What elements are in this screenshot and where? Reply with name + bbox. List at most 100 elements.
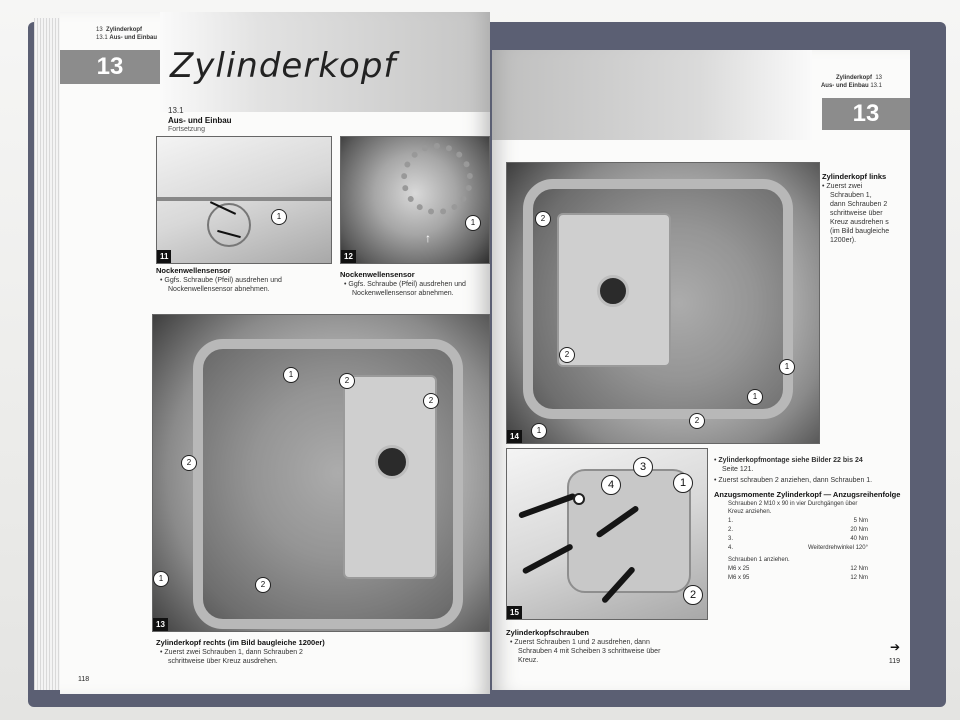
engine-edge [157,197,331,201]
figure-number: 14 [507,430,522,443]
caption-line: Kreuz. [518,657,539,664]
callout-3: 3 [633,457,653,477]
spark-plug-bore [597,275,629,307]
caption-title: Zylinderkopfschrauben [506,628,589,637]
callout-1: 1 [283,367,299,383]
callout-2: 2 [535,211,551,227]
side-caption-title: Zylinderkopf links [822,172,887,181]
torque-value: 12 Nm [850,566,868,572]
torque-screw: M6 x 95 [728,575,750,581]
breadcrumb-section-label: Aus- und Einbau [109,35,158,41]
camshaft-carrier [343,375,437,579]
montage-text: Zylinderkopfmontage siehe Bilder 22 bis … [718,457,863,464]
caption-title: Nockenwellensensor [340,270,415,279]
caption-line: Ggfs. Schraube (Pfeil) ausdrehen und [344,280,466,289]
next-page-arrow-icon: ➔ [889,640,900,654]
figure-13: 1 2 2 2 2 1 13 [152,314,490,632]
torque-title: Anzugsmomente Zylinderkopf — Anzugsreihe… [714,490,901,499]
callout-1: 1 [465,215,481,231]
callout-4: 4 [601,475,621,495]
timing-gear [401,143,473,215]
callout-1: 1 [673,473,693,493]
header-photo [492,50,812,140]
torque-screw: M6 x 25 [728,566,750,572]
callout-1: 1 [747,389,763,405]
torque-intro: Schrauben 2 M10 x 90 in vier Durchgängen… [728,501,858,507]
figure-number: 11 [157,250,172,263]
side-caption-line: Schrauben 1, [830,192,872,199]
torque-intro: Kreuz anziehen. [728,509,772,515]
breadcrumb-chapter-num: 13 [96,27,103,33]
side-caption-line: schrittweise über [830,210,883,217]
montage-line: Zuerst schrauben 2 anziehen, dann Schrau… [714,476,872,485]
caption-line: Zuerst zwei Schrauben 1, dann Schrauben … [160,648,303,657]
montage-line: Seite 121. [722,466,754,473]
callout-2: 2 [181,455,197,471]
torque-value: 12 Nm [850,575,868,581]
caption-line: schrittweise über Kreuz ausdrehen. [168,658,278,665]
page-number: 118 [78,676,90,683]
breadcrumb-section-num: 13.1 [870,83,882,89]
torque-row: 1. 5 Nm [728,518,868,524]
side-caption-line: dann Schrauben 2 [830,201,888,208]
caption-line: Nockenwellensensor abnehmen. [168,286,270,293]
callout-1: 1 [271,209,287,225]
torque-value: 40 Nm [850,536,868,542]
breadcrumb: 13 Zylinderkopf 13.1 Aus- und Einbau [96,26,157,42]
caption-line: Zuerst Schrauben 1 und 2 ausdrehen, dann [510,638,649,647]
breadcrumb-chapter-label: Zylinderkopf [835,75,872,81]
page-number: 119 [888,658,900,665]
figure-number: 13 [153,618,168,631]
breadcrumb: Zylinderkopf 13 Aus- und Einbau 13.1 [821,74,882,90]
camshaft-carrier [557,213,671,367]
side-caption-line: 1200er). [830,237,857,244]
torque-row: 4. Weiterdrehwinkel 120° [728,545,868,551]
caption-line: Nockenwellensensor abnehmen. [352,290,454,297]
section-number: 13.1 [168,106,184,115]
figure-number: 15 [507,606,522,619]
page-stack [34,18,64,690]
figure-number: 12 [341,250,356,263]
torque-row: 3. 40 Nm [728,536,868,542]
spark-plug-bore [375,445,409,479]
callout-2: 2 [689,413,705,429]
callout-2: 2 [423,393,439,409]
callout-2: 2 [255,577,271,593]
chapter-number-box: 13 [822,98,910,130]
callout-1: 1 [531,423,547,439]
torque-value: Weiterdrehwinkel 120° [808,545,868,551]
montage-line: Zylinderkopfmontage siehe Bilder 22 bis … [714,456,863,465]
torque-note: Schrauben 1 anziehen. [728,557,790,563]
chapter-number-box: 13 [60,50,160,84]
torque-step: 3. [728,536,734,542]
torque-step: 1. [728,518,734,524]
figure-15: 3 4 1 2 15 [506,448,708,620]
torque-step: 2. [728,527,734,533]
torque-row: M6 x 25 12 Nm [728,566,868,572]
caption-line: Ggfs. Schraube (Pfeil) ausdrehen und [160,276,282,285]
breadcrumb-chapter-label: Zylinderkopf [106,27,143,33]
torque-row: 2. 20 Nm [728,527,868,533]
callout-1: 1 [779,359,795,375]
chapter-title: Zylinderkopf [170,46,397,86]
torque-row: M6 x 95 12 Nm [728,575,868,581]
torque-step: 4. [728,545,734,551]
sensor-ring [207,203,251,247]
torque-value: 20 Nm [850,527,868,533]
figure-12: 1 ↑ 12 [340,136,490,264]
torque-value: 5 Nm [853,518,868,524]
header-photo [160,12,490,112]
side-caption-line: Kreuz ausdrehen s [830,219,889,226]
caption-line: Schrauben 4 mit Scheiben 3 schrittweise … [518,648,661,655]
breadcrumb-chapter-num: 13 [875,75,882,81]
figure-11: 1 11 [156,136,332,264]
bolt [521,543,574,575]
left-page: 13 Zylinderkopf 13.1 Aus- und Einbau 13 … [60,12,490,694]
chapter-number: 13 [852,100,880,127]
right-page: Zylinderkopf 13 Aus- und Einbau 13.1 13 … [492,50,910,690]
callout-2: 2 [559,347,575,363]
arrow-up-icon: ↑ [425,231,431,245]
caption-title: Nockenwellensensor [156,266,231,275]
side-caption-line: Zuerst zwei [822,182,862,191]
section-title: Aus- und Einbau [168,116,232,125]
